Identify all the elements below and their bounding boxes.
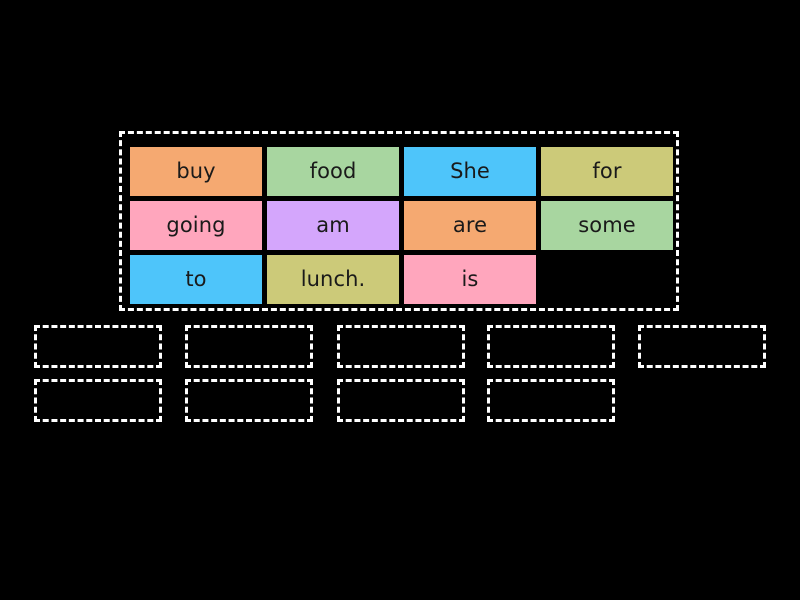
word-tile[interactable]: some bbox=[541, 201, 673, 250]
word-tile[interactable]: for bbox=[541, 147, 673, 196]
word-tile[interactable]: to bbox=[130, 255, 262, 304]
answer-slot[interactable] bbox=[638, 325, 766, 368]
word-tile[interactable]: food bbox=[267, 147, 399, 196]
answer-slot[interactable] bbox=[487, 325, 615, 368]
answer-slot[interactable] bbox=[185, 379, 313, 422]
answer-slot[interactable] bbox=[337, 379, 465, 422]
answer-slot[interactable] bbox=[337, 325, 465, 368]
answer-slot[interactable] bbox=[185, 325, 313, 368]
answer-slot[interactable] bbox=[34, 325, 162, 368]
answer-slot[interactable] bbox=[34, 379, 162, 422]
word-tile[interactable]: is bbox=[404, 255, 536, 304]
answer-slot[interactable] bbox=[487, 379, 615, 422]
word-tile[interactable]: She bbox=[404, 147, 536, 196]
word-tile[interactable]: are bbox=[404, 201, 536, 250]
word-tile-empty bbox=[541, 255, 673, 304]
word-tile[interactable]: am bbox=[267, 201, 399, 250]
word-tile[interactable]: buy bbox=[130, 147, 262, 196]
word-tile[interactable]: going bbox=[130, 201, 262, 250]
word-tile[interactable]: lunch. bbox=[267, 255, 399, 304]
